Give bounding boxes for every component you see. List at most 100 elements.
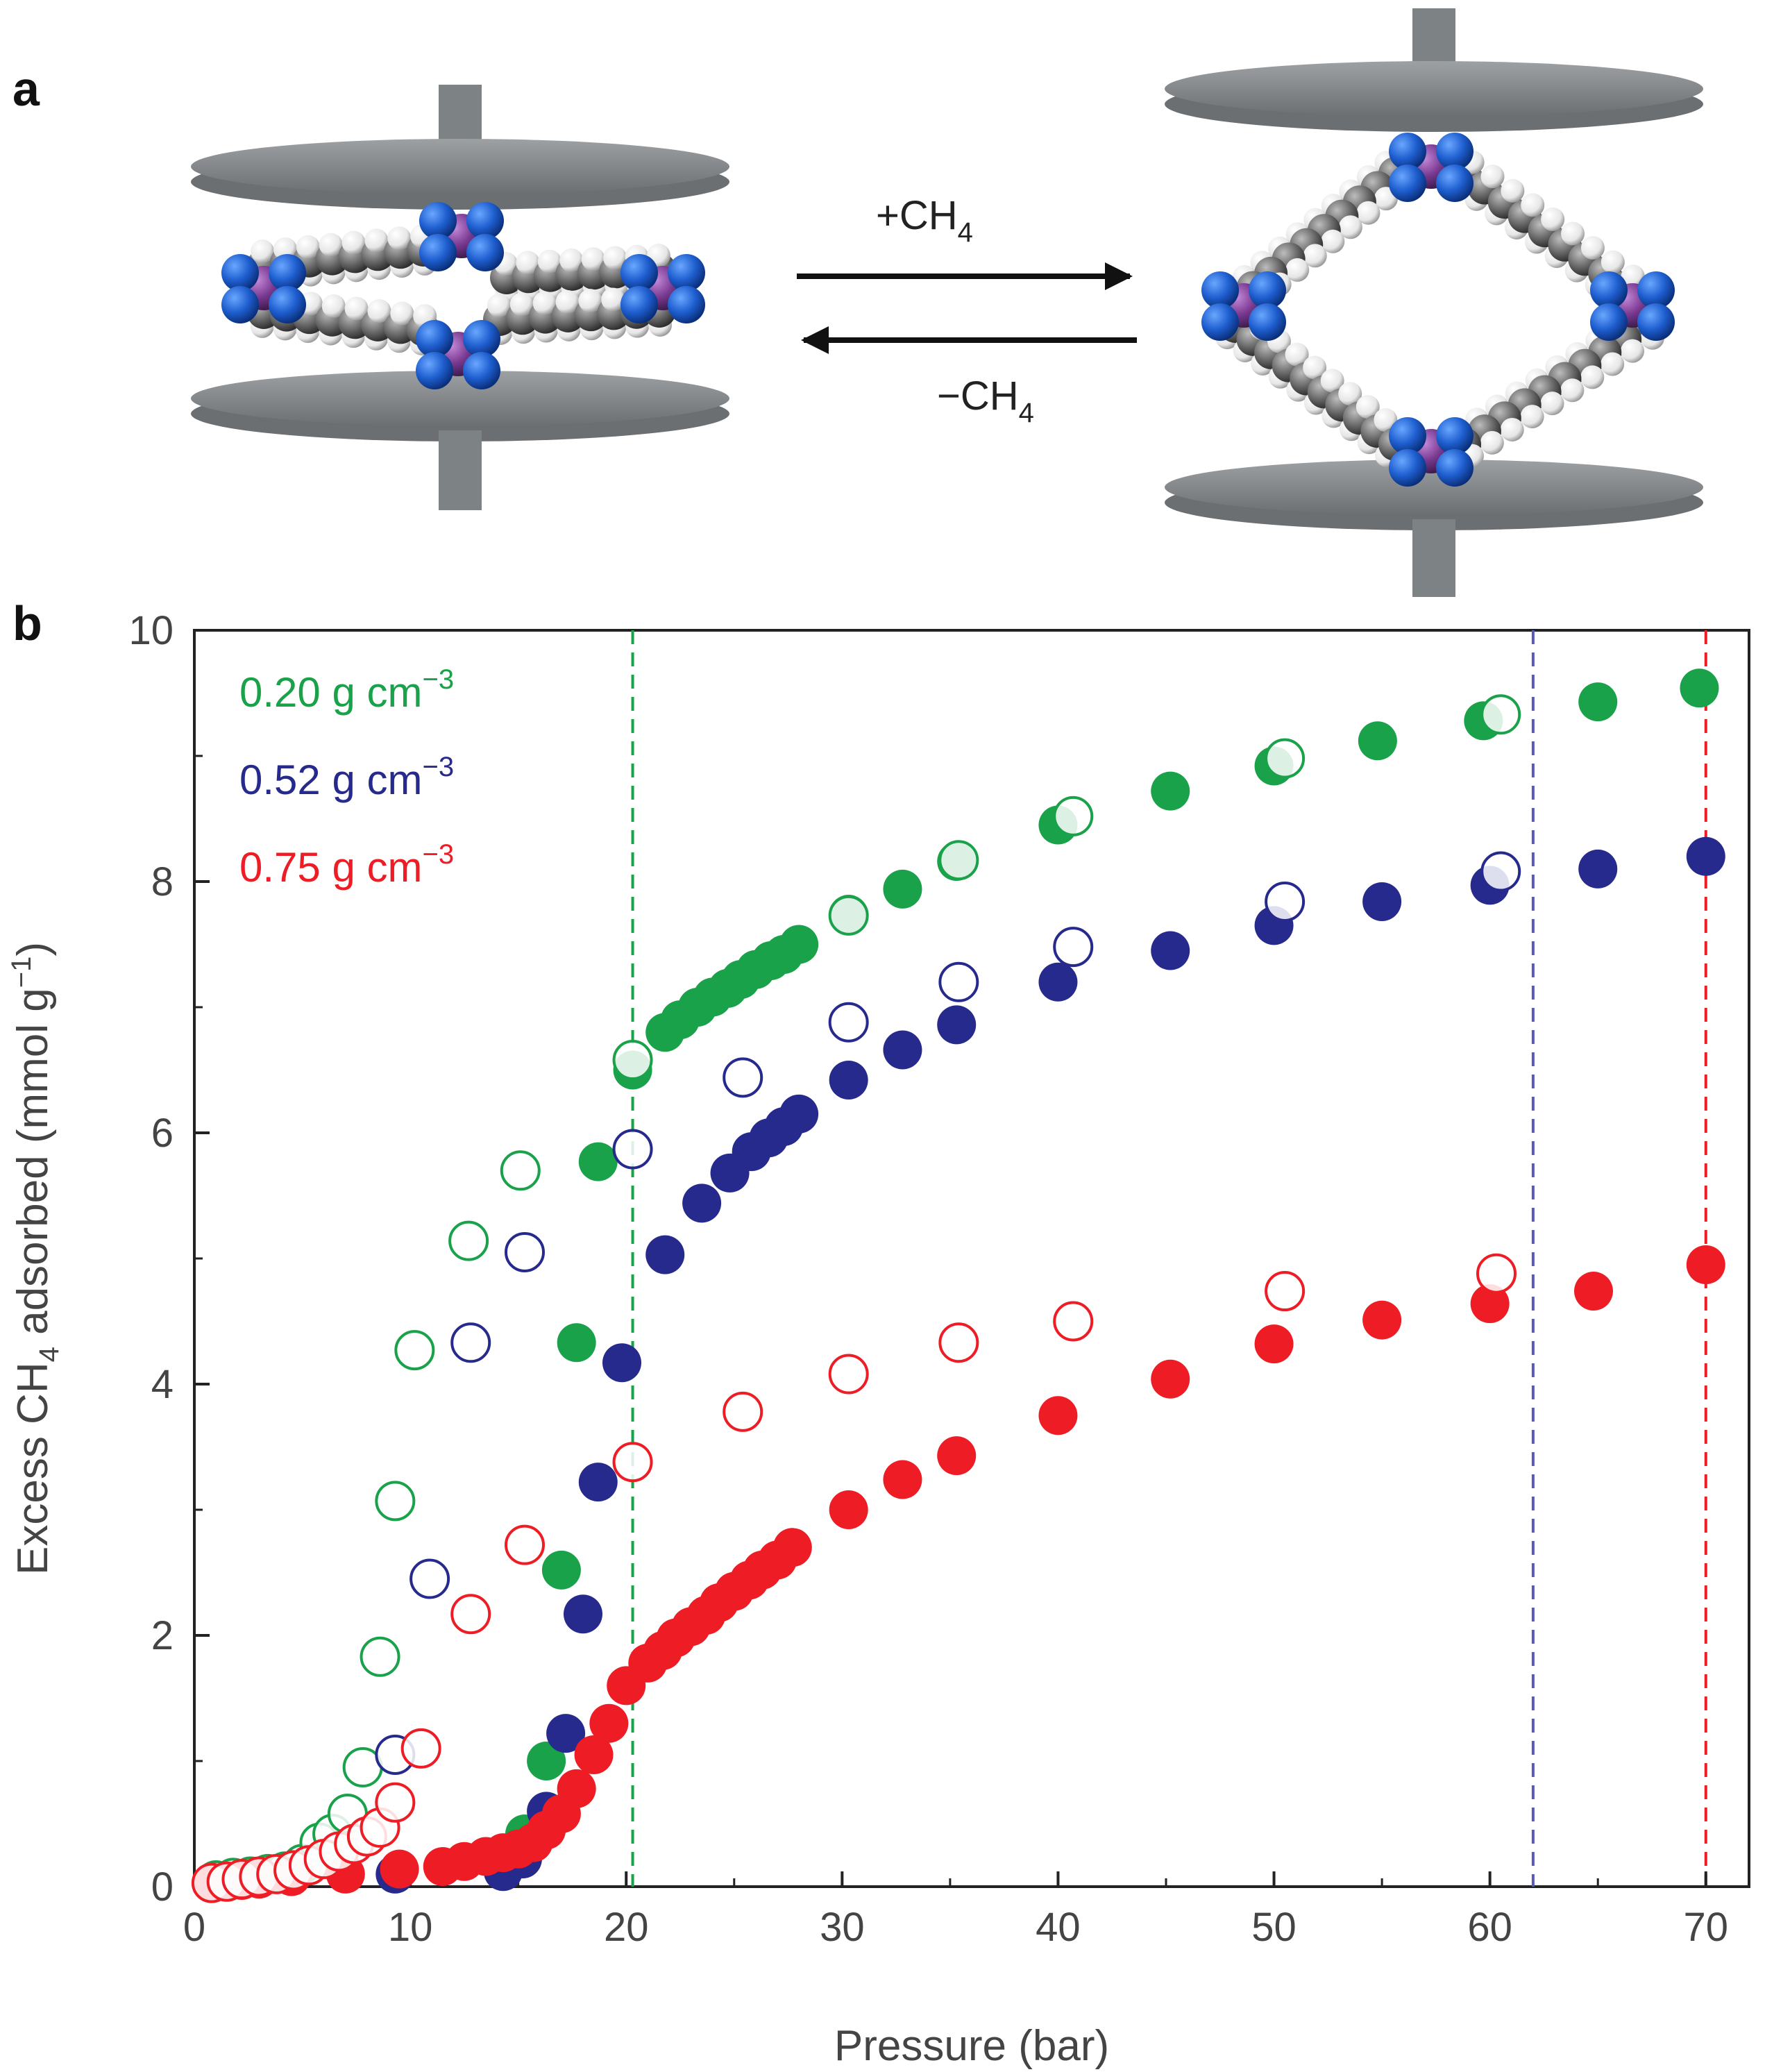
hydrogen-atom (532, 291, 557, 315)
hydrogen-atom (1621, 264, 1645, 289)
hydrogen-atom (390, 301, 414, 326)
hydrogen-atom (516, 251, 540, 275)
nitrogen-atom (269, 286, 306, 323)
desorption-point (938, 961, 979, 1002)
plot-frame (193, 629, 1750, 1888)
adsorption-point (1574, 1272, 1613, 1311)
desorption-point (409, 1558, 450, 1599)
y-axis-label: Excess CH4 adsorbed (mmol g−1) (6, 942, 65, 1575)
x-axis-label: Pressure (bar) (834, 2022, 1109, 2070)
hydrogen-atom (1303, 244, 1327, 268)
adsorption-point (682, 1184, 722, 1223)
data-points (191, 668, 1725, 1903)
hydrogen-atom (1303, 355, 1327, 380)
adsorption-point (557, 1769, 596, 1808)
desorption-point (828, 895, 869, 936)
nitrogen-atom (463, 320, 500, 357)
compressed-framework-illustration (191, 85, 729, 510)
hydrogen-atom (319, 233, 343, 257)
adsorption-point (527, 1742, 566, 1780)
desorption-point (1265, 738, 1306, 779)
adsorption-point (1151, 1359, 1190, 1399)
hydrogen-atom (1520, 405, 1544, 429)
desorption-point (450, 1594, 491, 1635)
adsorption-point (574, 1735, 614, 1774)
hydrogen-atom (1601, 352, 1625, 376)
adsorption-point (779, 925, 819, 964)
desorption-point (938, 1322, 979, 1363)
hydrogen-atom (578, 289, 602, 313)
nitrogen-atom (1389, 165, 1426, 202)
reaction-arrows: +CH4 −CH4 (797, 193, 1137, 428)
hydrogen-atom (601, 287, 625, 312)
x-tick-label: 50 (1251, 1905, 1297, 1950)
adsorption-point (1362, 1300, 1402, 1340)
desorption-point (1053, 795, 1094, 836)
desorption-point (448, 1220, 489, 1261)
hydrogen-atom (603, 246, 627, 270)
forward-label: +CH4 (876, 193, 973, 248)
hydrogen-atom (1285, 258, 1310, 282)
hydrogen-atom (487, 294, 511, 318)
legend: 0.20 g cm−30.52 g cm−30.75 g cm−3 (239, 664, 454, 891)
x-tick-label: 40 (1036, 1905, 1081, 1950)
nitrogen-atom (1436, 417, 1473, 455)
adsorption-point (546, 1714, 586, 1753)
nitrogen-atom (419, 234, 457, 271)
hydrogen-atom (1321, 229, 1345, 253)
y-tick-label: 0 (151, 1864, 174, 1910)
adsorption-point (1254, 1324, 1294, 1364)
x-tick-label: 60 (1467, 1905, 1512, 1950)
nitrogen-atom (1201, 303, 1239, 341)
adsorption-point (380, 1849, 419, 1889)
desorption-point (500, 1150, 541, 1191)
panel-a-label: a (12, 62, 40, 116)
adsorption-point (1362, 882, 1402, 921)
hydrogen-atom (1338, 382, 1362, 406)
nitrogen-atom (1590, 303, 1628, 341)
x-tick-label: 0 (183, 1905, 205, 1950)
reverse-label: −CH4 (937, 373, 1034, 428)
nitrogen-atom (221, 286, 259, 323)
hydrogen-atom (1338, 215, 1362, 239)
adsorption-point (1578, 849, 1618, 888)
desorption-point (612, 1129, 653, 1170)
hydrogen-atom (1480, 165, 1505, 189)
desorption-point (723, 1057, 763, 1098)
x-tick-label: 70 (1684, 1905, 1729, 1950)
adsorption-point (1578, 682, 1618, 722)
hydrogen-atom (1480, 430, 1504, 455)
desorption-point (505, 1231, 545, 1272)
desorption-point (1053, 1301, 1094, 1342)
nitrogen-atom (419, 202, 457, 239)
hydrogen-atom (367, 298, 391, 323)
adsorption-point (1151, 931, 1190, 970)
nitrogen-atom (620, 286, 658, 323)
hydrogen-atom (1500, 417, 1524, 441)
hydrogen-atom (321, 294, 346, 318)
y-tick-label: 10 (128, 608, 174, 653)
desorption-point (394, 1330, 435, 1371)
y-tick-label: 8 (151, 859, 174, 904)
desorption-point (828, 1002, 869, 1043)
desorption-point (1480, 694, 1521, 735)
press-plate-top-right (1165, 61, 1703, 117)
desorption-point (450, 1322, 491, 1363)
desorption-point (1265, 881, 1306, 922)
desorption-point (612, 1442, 653, 1483)
hydrogen-atom (1580, 236, 1605, 260)
adsorption-point (937, 1436, 977, 1476)
hydrogen-atom (1374, 408, 1398, 432)
adsorption-point (645, 1235, 685, 1274)
hydrogen-atom (1285, 342, 1309, 367)
y-tick-label: 4 (151, 1362, 174, 1407)
hydrogen-atom (1521, 193, 1545, 217)
press-plate-top-left (191, 139, 729, 194)
x-tick-label: 20 (604, 1905, 649, 1950)
nitrogen-atom (1436, 449, 1473, 487)
hydrogen-atom (1501, 178, 1525, 203)
nitrogen-atom (1637, 303, 1675, 341)
adsorption-point (883, 1460, 922, 1499)
